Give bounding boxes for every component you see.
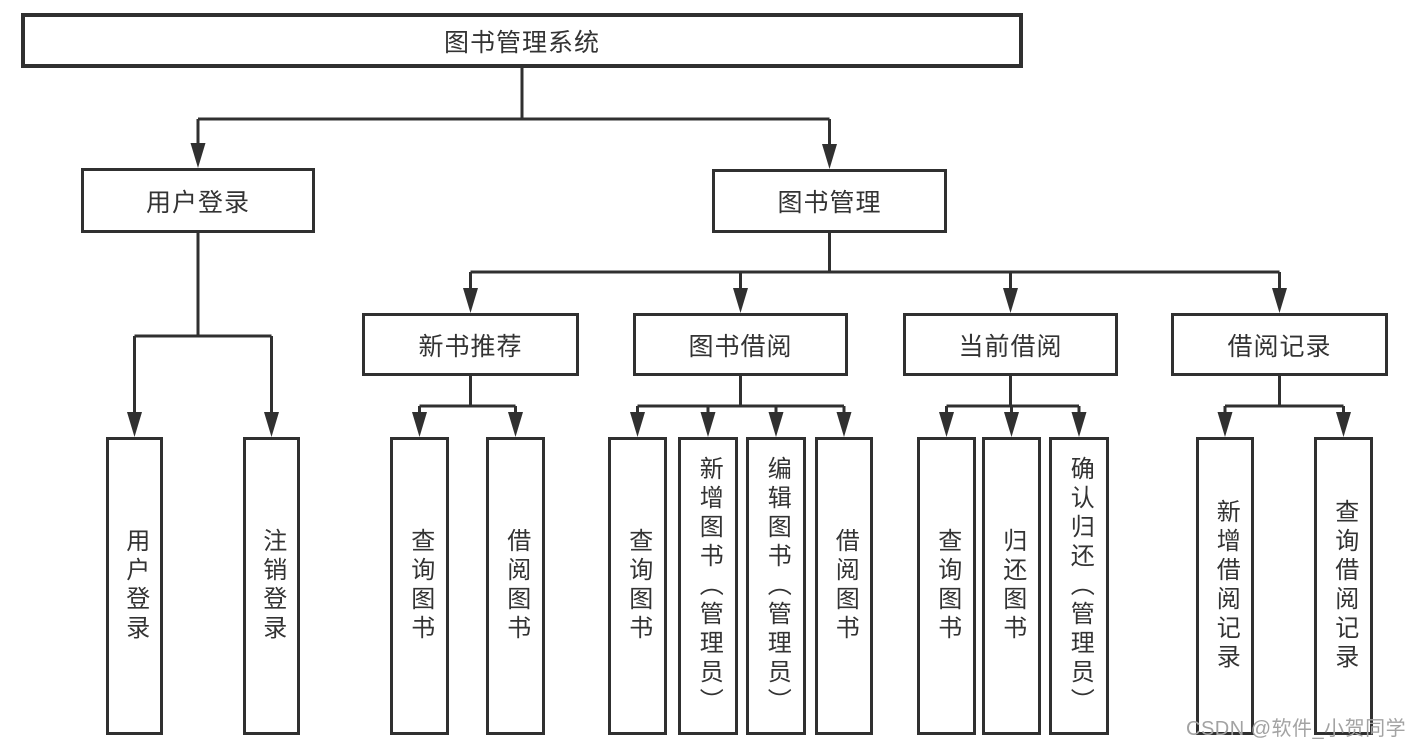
connector <box>939 376 1087 437</box>
node-leaf-query-books-1: 查询图书 <box>390 437 449 735</box>
arrowhead-icon <box>412 412 427 437</box>
node-current-borrowing: 当前借阅 <box>903 313 1118 376</box>
node-leaf-query-books-2: 查询图书 <box>608 437 667 735</box>
node-new-book-recommend: 新书推荐 <box>362 313 579 376</box>
node-leaf-borrow-books-2: 借阅图书 <box>815 437 873 735</box>
arrowhead-icon <box>822 144 837 169</box>
arrowhead-icon <box>700 412 716 437</box>
arrowhead-icon <box>1003 288 1018 313</box>
node-borrowing-records: 借阅记录 <box>1171 313 1388 376</box>
connector <box>1217 376 1351 437</box>
arrowhead-icon <box>1336 412 1351 437</box>
node-leaf-query-books-3: 查询图书 <box>917 437 976 735</box>
arrowhead-icon <box>630 412 645 437</box>
connector <box>463 233 1287 313</box>
node-leaf-user-login: 用户登录 <box>106 437 163 735</box>
node-leaf-query-borrow-record: 查询借阅记录 <box>1314 437 1373 735</box>
csdn-watermark: CSDN @软件_小贺同学 <box>1186 718 1405 740</box>
arrowhead-icon <box>1004 412 1019 437</box>
arrowhead-icon <box>939 412 954 437</box>
node-book-borrowing: 图书借阅 <box>633 313 848 376</box>
arrowhead-icon <box>508 412 523 437</box>
node-book-management: 图书管理 <box>712 169 947 233</box>
node-leaf-edit-books-admin: 编辑图书（管理员） <box>746 437 806 735</box>
connector <box>630 376 852 437</box>
arrowhead-icon <box>127 412 142 437</box>
node-leaf-borrow-books-1: 借阅图书 <box>486 437 545 735</box>
node-leaf-add-borrow-record: 新增借阅记录 <box>1196 437 1254 735</box>
node-library-system: 图书管理系统 <box>21 13 1023 68</box>
connector <box>190 68 837 169</box>
node-leaf-add-books-admin: 新增图书（管理员） <box>678 437 738 735</box>
arrowhead-icon <box>190 143 206 168</box>
arrowhead-icon <box>463 288 478 313</box>
arrowhead-icon <box>1071 412 1087 437</box>
node-leaf-confirm-return-admin: 确认归还（管理员） <box>1049 437 1109 735</box>
node-leaf-return-books: 归还图书 <box>982 437 1041 735</box>
connector <box>127 233 279 437</box>
connector <box>412 376 523 437</box>
node-user-login: 用户登录 <box>81 168 315 233</box>
arrowhead-icon <box>836 412 852 437</box>
arrowhead-icon <box>733 288 748 313</box>
arrowhead-icon <box>1217 412 1233 437</box>
arrowhead-icon <box>1272 288 1287 313</box>
node-leaf-logout: 注销登录 <box>243 437 300 735</box>
arrowhead-icon <box>264 412 279 437</box>
arrowhead-icon <box>768 412 784 437</box>
